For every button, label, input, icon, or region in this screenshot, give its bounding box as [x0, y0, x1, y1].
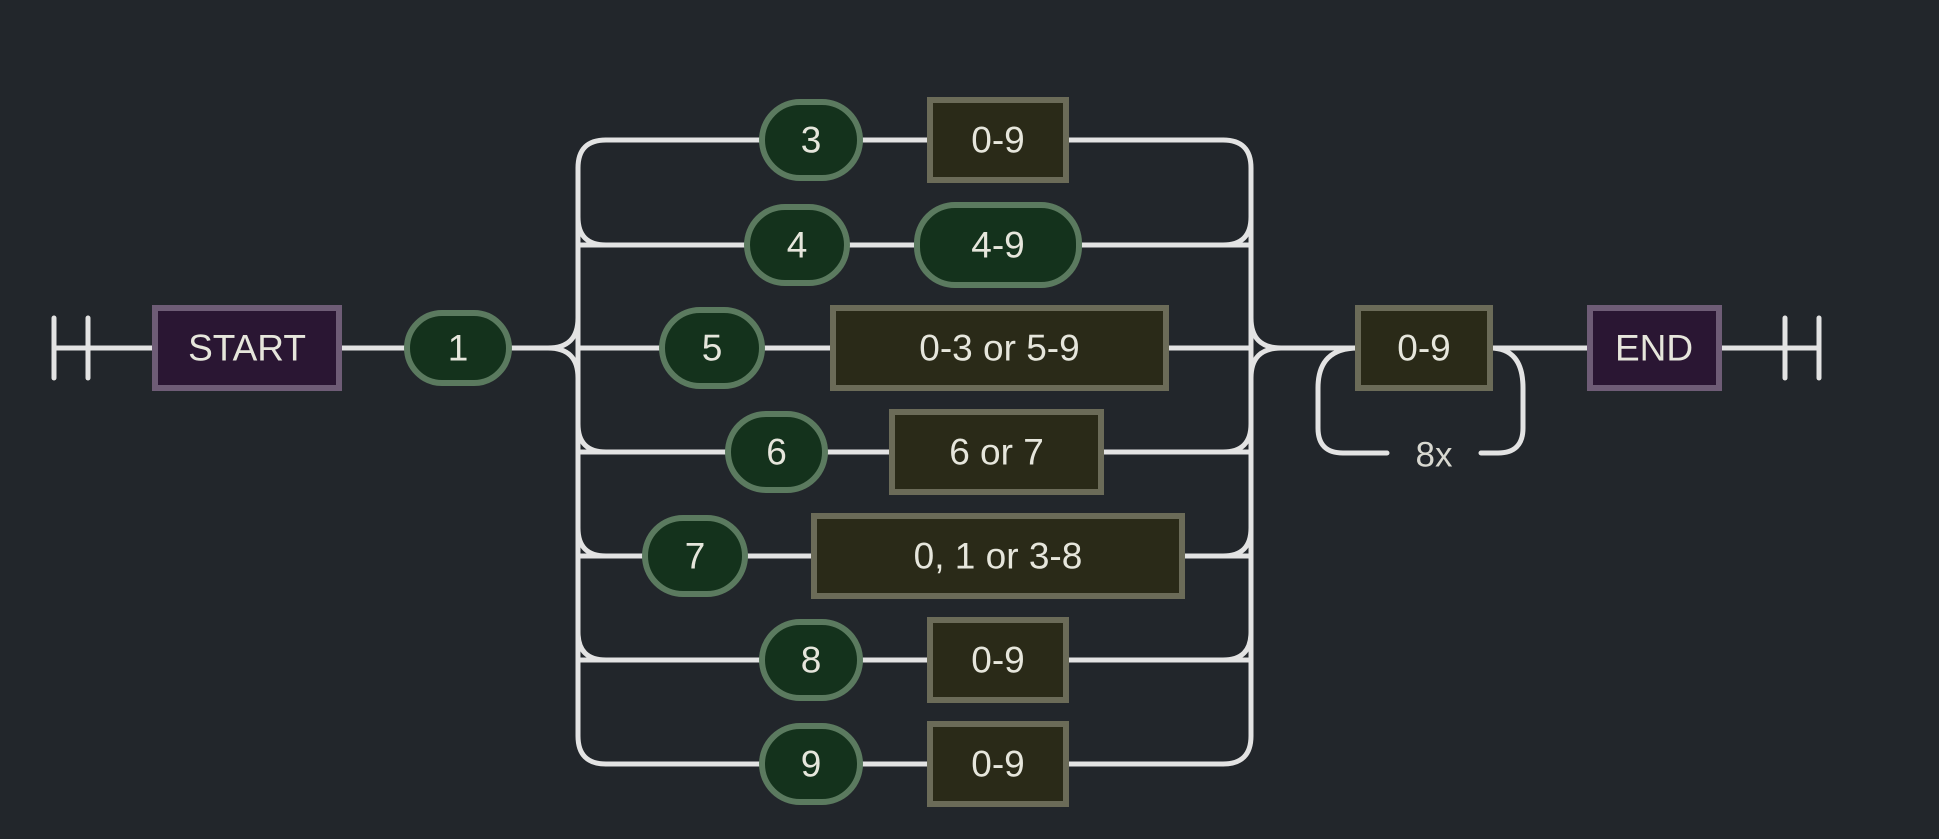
- branch-range-box: [927, 97, 1069, 183]
- branch-digit-node: 6: [725, 411, 828, 493]
- repeat-loop: [1315, 345, 1526, 456]
- first-digit-label: 1: [448, 328, 469, 369]
- branch-digit-node: 8: [759, 619, 863, 701]
- repeat-box-label: 0-9: [1397, 328, 1450, 369]
- branch-range-label: 0, 1 or 3-8: [914, 536, 1083, 577]
- branch-range-box: [830, 305, 1169, 391]
- branch-digit-label: 4: [787, 225, 808, 266]
- branch-digit-node: 5: [659, 307, 765, 389]
- branch-tracks: [506, 137, 1361, 767]
- branch-digit-pill: [759, 99, 863, 181]
- branch-range-box: [889, 409, 1104, 495]
- branch-range-node: 0-9: [927, 97, 1069, 183]
- branch-digit-node: 7: [642, 515, 748, 597]
- branch-digit-node: 9: [759, 723, 863, 805]
- start-node: START: [152, 305, 342, 391]
- branch-range-label: 4-9: [971, 225, 1024, 266]
- branch-digit-label: 5: [702, 328, 723, 369]
- branch-range-box: [927, 617, 1069, 703]
- repeat-box: [1355, 305, 1493, 391]
- left-fan-in: [506, 315, 581, 381]
- branch-range-label: 0-9: [971, 640, 1024, 681]
- branch-digit-pill: [659, 307, 765, 389]
- right-fan-out: [1248, 315, 1361, 381]
- branch-digit-label: 8: [801, 640, 822, 681]
- branch-range-node: 4-9: [914, 202, 1082, 288]
- branch-digit-pill: [725, 411, 828, 493]
- branch-curve: [575, 525, 1254, 559]
- branch-digit-label: 9: [801, 744, 822, 785]
- end-node: END: [1587, 305, 1722, 391]
- branch-range-node: 0-9: [927, 721, 1069, 807]
- first-digit-node: 1: [404, 310, 512, 386]
- repeat-count-label: 8x: [1416, 436, 1453, 475]
- start-box: [152, 305, 342, 391]
- branch-digit-label: 7: [685, 536, 706, 577]
- branch-digit-pill: [759, 723, 863, 805]
- branch-range-pill: [914, 202, 1082, 288]
- start-label: START: [188, 328, 306, 369]
- branch-curve: [575, 421, 1254, 455]
- branch-range-label: 0-9: [971, 744, 1024, 785]
- branch-digit-label: 3: [801, 120, 822, 161]
- branch-digit-pill: [759, 619, 863, 701]
- end-box: [1587, 305, 1722, 391]
- repeat-node: 0-9: [1355, 305, 1493, 391]
- branch-range-label: 6 or 7: [949, 432, 1044, 473]
- branch-range-box: [927, 721, 1069, 807]
- tracks: [51, 315, 1822, 456]
- branch-range-node: 6 or 7: [889, 409, 1104, 495]
- branch-nodes: 3 0-9 4 4-9 5 0-3 or 5-9 6 6 or 7 7 0, 1 or 3-8 8 0…: [642, 97, 1185, 807]
- branch-digit-pill: [744, 204, 850, 286]
- branch-digit-pill: [642, 515, 748, 597]
- branch-range-node: 0, 1 or 3-8: [811, 513, 1185, 599]
- branch-digit-node: 4: [744, 204, 850, 286]
- branch-digit-label: 6: [766, 432, 787, 473]
- branch-curve: [575, 214, 1254, 248]
- branch-range-label: 0-3 or 5-9: [919, 328, 1079, 369]
- branch-range-label: 0-9: [971, 120, 1024, 161]
- branch-curve: [575, 629, 1254, 663]
- first-digit-pill: [404, 310, 512, 386]
- branch-range-node: 0-9: [927, 617, 1069, 703]
- branch-range-node: 0-3 or 5-9: [830, 305, 1169, 391]
- branch-digit-node: 3: [759, 99, 863, 181]
- branch-range-box: [811, 513, 1185, 599]
- end-label: END: [1615, 328, 1693, 369]
